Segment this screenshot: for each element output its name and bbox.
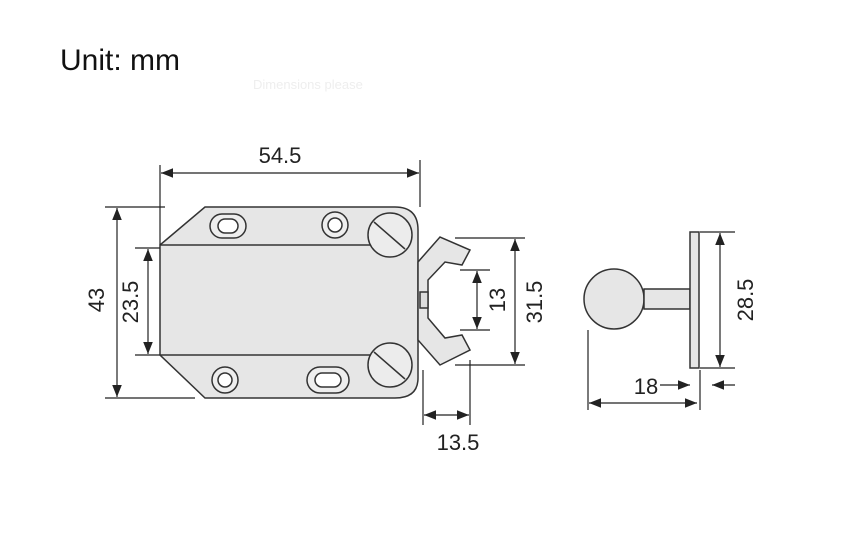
knob-plate (689, 231, 700, 369)
dim-label: 43 (84, 288, 109, 312)
dim-label: 13.5 (437, 430, 480, 455)
dim-label: 13 (485, 288, 510, 312)
dim-label: 18 (634, 374, 658, 399)
dim-label: 54.5 (259, 143, 302, 168)
unit-label: Unit: mm (60, 44, 180, 77)
dim-label: 31.5 (522, 281, 547, 324)
dim-label: 28.5 (733, 279, 758, 322)
knob-shaft (643, 288, 691, 310)
latch-body (159, 206, 419, 399)
latch-jaw (417, 236, 472, 366)
dim-label: 23.5 (118, 281, 143, 324)
knob-ball (583, 268, 645, 330)
watermark-text: Dimensions please (253, 77, 363, 92)
